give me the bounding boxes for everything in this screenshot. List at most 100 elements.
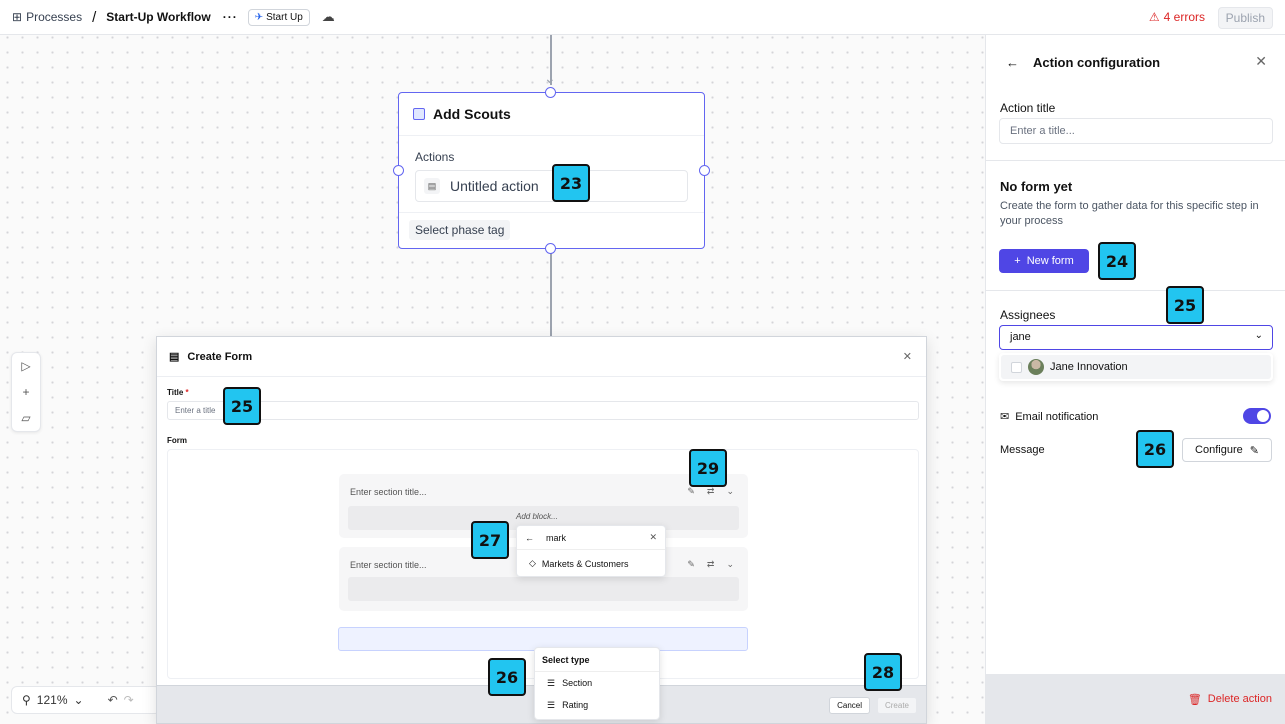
- pencil-icon: ✎: [1249, 444, 1259, 457]
- section-icon: ☰: [547, 677, 556, 688]
- email-notification-row: ✉ Email notification: [1000, 410, 1099, 424]
- section-title-input[interactable]: Enter section title...: [350, 560, 427, 570]
- node-handle-right[interactable]: [699, 165, 710, 176]
- node-handle-top[interactable]: [545, 87, 556, 98]
- email-icon: ✉: [1000, 411, 1010, 423]
- marker-29: 29: [689, 449, 727, 487]
- chevron-down-icon[interactable]: ⌄: [73, 693, 84, 707]
- delete-action-label: Delete action: [1207, 693, 1272, 705]
- action-title-input[interactable]: Enter a title...: [999, 118, 1273, 144]
- type-option-section[interactable]: ☰ Section: [535, 672, 659, 694]
- block-search-row: ← mark ✕: [517, 526, 665, 550]
- plus-icon: +: [1014, 255, 1021, 267]
- marker-25-modal: 25: [223, 387, 261, 425]
- search-result-item[interactable]: ◇ Markets & Customers: [517, 550, 665, 577]
- action-name: Untitled action: [450, 178, 539, 194]
- email-notification-toggle[interactable]: [1243, 408, 1271, 424]
- back-arrow-icon[interactable]: ←: [1006, 54, 1019, 70]
- undo-icon[interactable]: ↶: [107, 693, 118, 707]
- title-label-text: Title: [167, 388, 184, 397]
- node-title: Add Scouts: [433, 106, 511, 122]
- processes-icon: ⊞: [12, 10, 23, 24]
- avatar: [1028, 359, 1044, 375]
- close-icon[interactable]: ✕: [902, 351, 912, 363]
- errors-label: 4 errors: [1163, 10, 1205, 24]
- start-up-badge[interactable]: ✈ Start Up: [247, 8, 310, 26]
- panel-footer: 🗑 Delete action: [986, 674, 1285, 724]
- section-actions: ✎ ⇄ ⌄: [687, 559, 734, 570]
- zoom-level[interactable]: 121%: [36, 693, 68, 707]
- select-phase-tag-button[interactable]: Select phase tag: [409, 220, 511, 240]
- swap-icon[interactable]: ⇄: [706, 486, 715, 496]
- delete-action-button[interactable]: 🗑 Delete action: [1188, 693, 1272, 706]
- no-form-description: Create the form to gather data for this …: [1000, 200, 1259, 227]
- message-label: Message: [1000, 444, 1045, 456]
- zoom-controls: ⚲ 121% ⌄ ↶ ↷: [11, 686, 161, 714]
- workflow-title[interactable]: Start-Up Workflow: [106, 10, 211, 24]
- redo-icon[interactable]: ↷: [123, 693, 134, 707]
- node-color-icon: [413, 108, 425, 120]
- select-type-title: Select type: [535, 648, 659, 672]
- action-item[interactable]: ▤ Untitled action: [415, 170, 688, 202]
- edit-icon[interactable]: ✎: [687, 559, 695, 569]
- back-arrow-icon[interactable]: ←: [525, 532, 534, 543]
- title-label: Title *: [167, 388, 189, 397]
- phase-tag-area: Select phase tag: [399, 212, 704, 248]
- breadcrumb[interactable]: ⊞ Processes: [12, 10, 82, 24]
- section-title-input[interactable]: Enter section title...: [350, 487, 427, 497]
- assignees-search-input[interactable]: jane ⌄: [999, 325, 1273, 350]
- warning-icon: ⚠: [1148, 10, 1160, 24]
- divider: [986, 160, 1285, 161]
- cancel-button[interactable]: Cancel: [829, 697, 870, 714]
- publish-button[interactable]: Publish: [1217, 7, 1273, 29]
- marker-23: 23: [552, 164, 590, 202]
- connector-arrow-icon: ⌄: [544, 70, 556, 86]
- type-option-rating[interactable]: ☰ Rating: [535, 694, 659, 716]
- breadcrumb-separator: /: [92, 8, 97, 26]
- required-mark: *: [185, 388, 189, 397]
- sticky-note-icon[interactable]: ▱: [21, 411, 31, 425]
- errors-indicator[interactable]: ⚠ 4 errors: [1149, 10, 1205, 24]
- search-result-label: Markets & Customers: [541, 558, 629, 569]
- connector-bottom: [550, 250, 552, 336]
- node-handle-left[interactable]: [393, 165, 404, 176]
- close-icon[interactable]: ✕: [1255, 53, 1267, 69]
- marker-28: 28: [864, 653, 902, 691]
- modal-header: ▤ Create Form: [157, 337, 926, 377]
- add-tool-icon[interactable]: +: [22, 385, 30, 399]
- assignees-search-value: jane: [1010, 331, 1031, 343]
- modal-title: Create Form: [187, 350, 253, 363]
- configure-button[interactable]: Configure ✎: [1182, 438, 1272, 462]
- zoom-icon: ⚲: [22, 693, 31, 707]
- create-button[interactable]: Create: [876, 697, 917, 714]
- edit-icon[interactable]: ✎: [687, 486, 695, 496]
- email-notification-label: Email notification: [1015, 410, 1099, 423]
- block-search-popover: ← mark ✕ ◇ Markets & Customers: [516, 525, 666, 577]
- assignee-option[interactable]: Jane Innovation: [1001, 355, 1271, 379]
- assignee-checkbox[interactable]: [1011, 361, 1022, 373]
- block-search-input[interactable]: mark: [546, 532, 566, 543]
- form-title-input[interactable]: Enter a title: [167, 401, 919, 420]
- chevron-down-icon[interactable]: ⌄: [726, 486, 734, 496]
- section-actions: ✎ ⇄ ⌄: [687, 486, 734, 497]
- chevron-down-icon[interactable]: ⌄: [726, 559, 734, 569]
- assignees-label: Assignees: [1000, 308, 1056, 322]
- workflow-node[interactable]: Add Scouts Actions ▤ Untitled action Sel…: [398, 92, 705, 249]
- swap-icon[interactable]: ⇄: [706, 559, 715, 569]
- node-header[interactable]: Add Scouts: [399, 93, 704, 136]
- cloud-icon[interactable]: ☁: [321, 9, 335, 24]
- type-option-label: Section: [562, 678, 593, 688]
- type-option-label: Rating: [562, 700, 589, 710]
- node-handle-bottom[interactable]: [545, 243, 556, 254]
- breadcrumb-processes[interactable]: Processes: [26, 10, 83, 24]
- panel-title: Action configuration: [1033, 54, 1161, 70]
- section-block-area[interactable]: [348, 577, 739, 601]
- new-form-button[interactable]: + New form: [999, 249, 1089, 273]
- tag-icon: ◇: [529, 558, 536, 568]
- more-options-button[interactable]: ···: [222, 10, 238, 24]
- pointer-tool-icon[interactable]: ▷: [21, 359, 31, 373]
- clear-icon[interactable]: ✕: [649, 532, 657, 542]
- document-icon: ▤: [424, 178, 440, 194]
- add-block-label[interactable]: Add block...: [516, 512, 558, 521]
- chevron-down-icon[interactable]: ⌄: [1254, 330, 1263, 341]
